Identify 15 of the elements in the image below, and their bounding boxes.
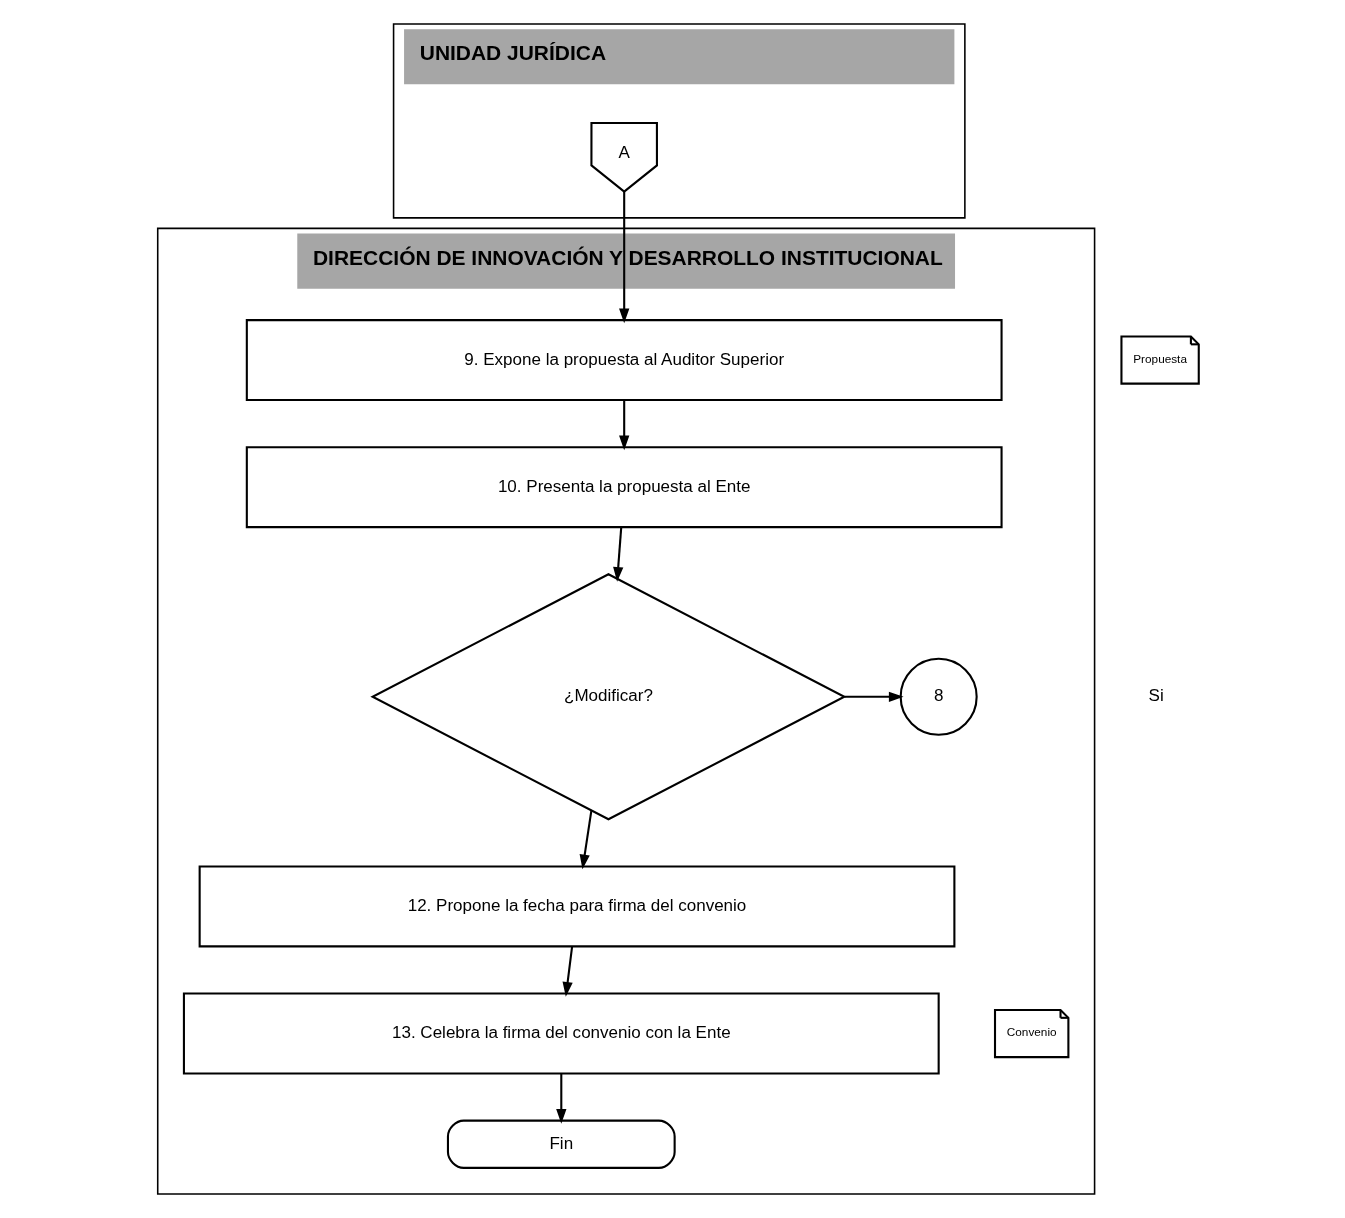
node-box: 9. Expone la propuesta al Auditor Superior xyxy=(245,319,1003,402)
node-box: 12. Propone la fecha para firma del convenio xyxy=(198,865,955,948)
arrow xyxy=(618,400,629,451)
label: Si xyxy=(1148,686,1164,706)
arrow xyxy=(562,946,573,997)
arrow xyxy=(844,691,904,702)
node-circle: 8 xyxy=(899,657,978,736)
node-box: Fin xyxy=(446,1119,676,1169)
node-box: 10. Presenta la propuesta al Ente xyxy=(245,446,1003,529)
arrow xyxy=(612,527,623,582)
arrow xyxy=(579,810,592,870)
arrow xyxy=(618,191,629,324)
node-box: 13. Celebra la firma del convenio con la Ente xyxy=(182,992,940,1075)
node-diamond: ¿Modificar? xyxy=(369,573,847,821)
arrow xyxy=(555,1073,566,1124)
